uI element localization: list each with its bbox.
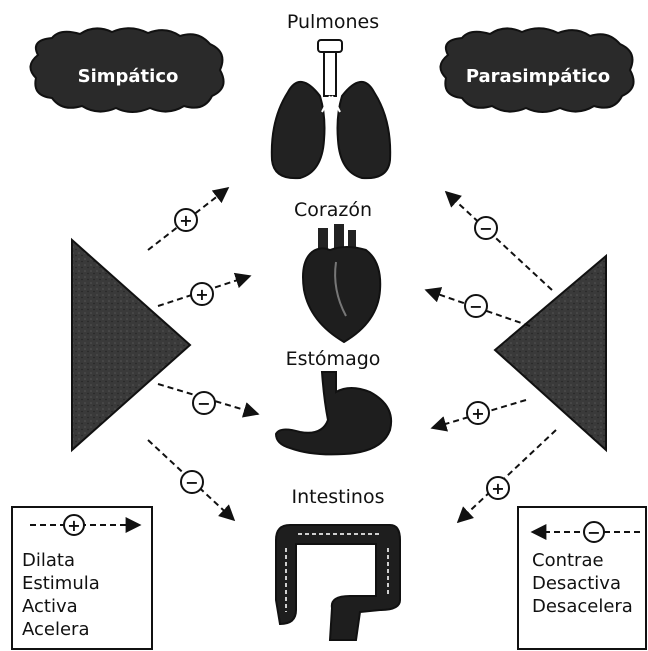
lungs-label: Pulmones — [287, 11, 379, 33]
legend-left-symbol: + — [67, 516, 80, 535]
parasympathetic-label: Parasimpático — [466, 66, 610, 87]
sign-heart-left: + — [195, 285, 208, 304]
parasympathetic-arrow-stomach: + — [432, 400, 526, 428]
parasympathetic-arrow-lungs: − — [446, 192, 552, 290]
sympathetic-arrow-intestines: − — [148, 440, 234, 520]
heart-label: Corazón — [294, 199, 372, 221]
stomach-label: Estómago — [286, 348, 381, 370]
sign-intestines-left: − — [185, 473, 198, 492]
sign-stomach-left: − — [197, 394, 210, 413]
legend-right: − Contrae Desactiva Desacelera — [518, 507, 646, 649]
legend-left-item-4: Acelera — [22, 619, 89, 640]
parasympathetic-cloud: Parasimpático — [440, 28, 633, 112]
sympathetic-arrow-stomach: − — [158, 384, 258, 414]
intestines-illustration — [276, 525, 400, 640]
legend-right-item-1: Contrae — [532, 550, 604, 571]
sympathetic-cloud: Simpático — [30, 28, 223, 112]
heart-illustration — [303, 224, 380, 342]
legend-right-symbol: − — [587, 523, 600, 542]
sign-stomach-right: + — [471, 404, 484, 423]
sympathetic-label: Simpático — [78, 66, 179, 87]
sympathetic-triangle — [72, 240, 190, 450]
sign-lungs-left: + — [179, 211, 192, 230]
legend-left-item-1: Dilata — [22, 550, 75, 571]
parasympathetic-arrow-heart: − — [426, 290, 530, 326]
legend-right-item-3: Desacelera — [532, 596, 633, 617]
lungs-illustration — [272, 40, 390, 178]
sympathetic-arrow-heart: + — [158, 276, 250, 306]
intestines-label: Intestinos — [292, 486, 385, 508]
legend-left-item-3: Activa — [22, 596, 78, 617]
parasympathetic-triangle — [495, 256, 606, 450]
sign-heart-right: − — [469, 297, 482, 316]
stomach-illustration — [276, 372, 391, 454]
sympathetic-arrow-lungs: + — [148, 188, 228, 250]
sign-intestines-right: + — [491, 479, 504, 498]
legend-left: + Dilata Estimula Activa Acelera — [12, 507, 152, 649]
legend-right-item-2: Desactiva — [532, 573, 621, 594]
sign-lungs-right: − — [479, 219, 492, 238]
legend-left-item-2: Estimula — [22, 573, 100, 594]
